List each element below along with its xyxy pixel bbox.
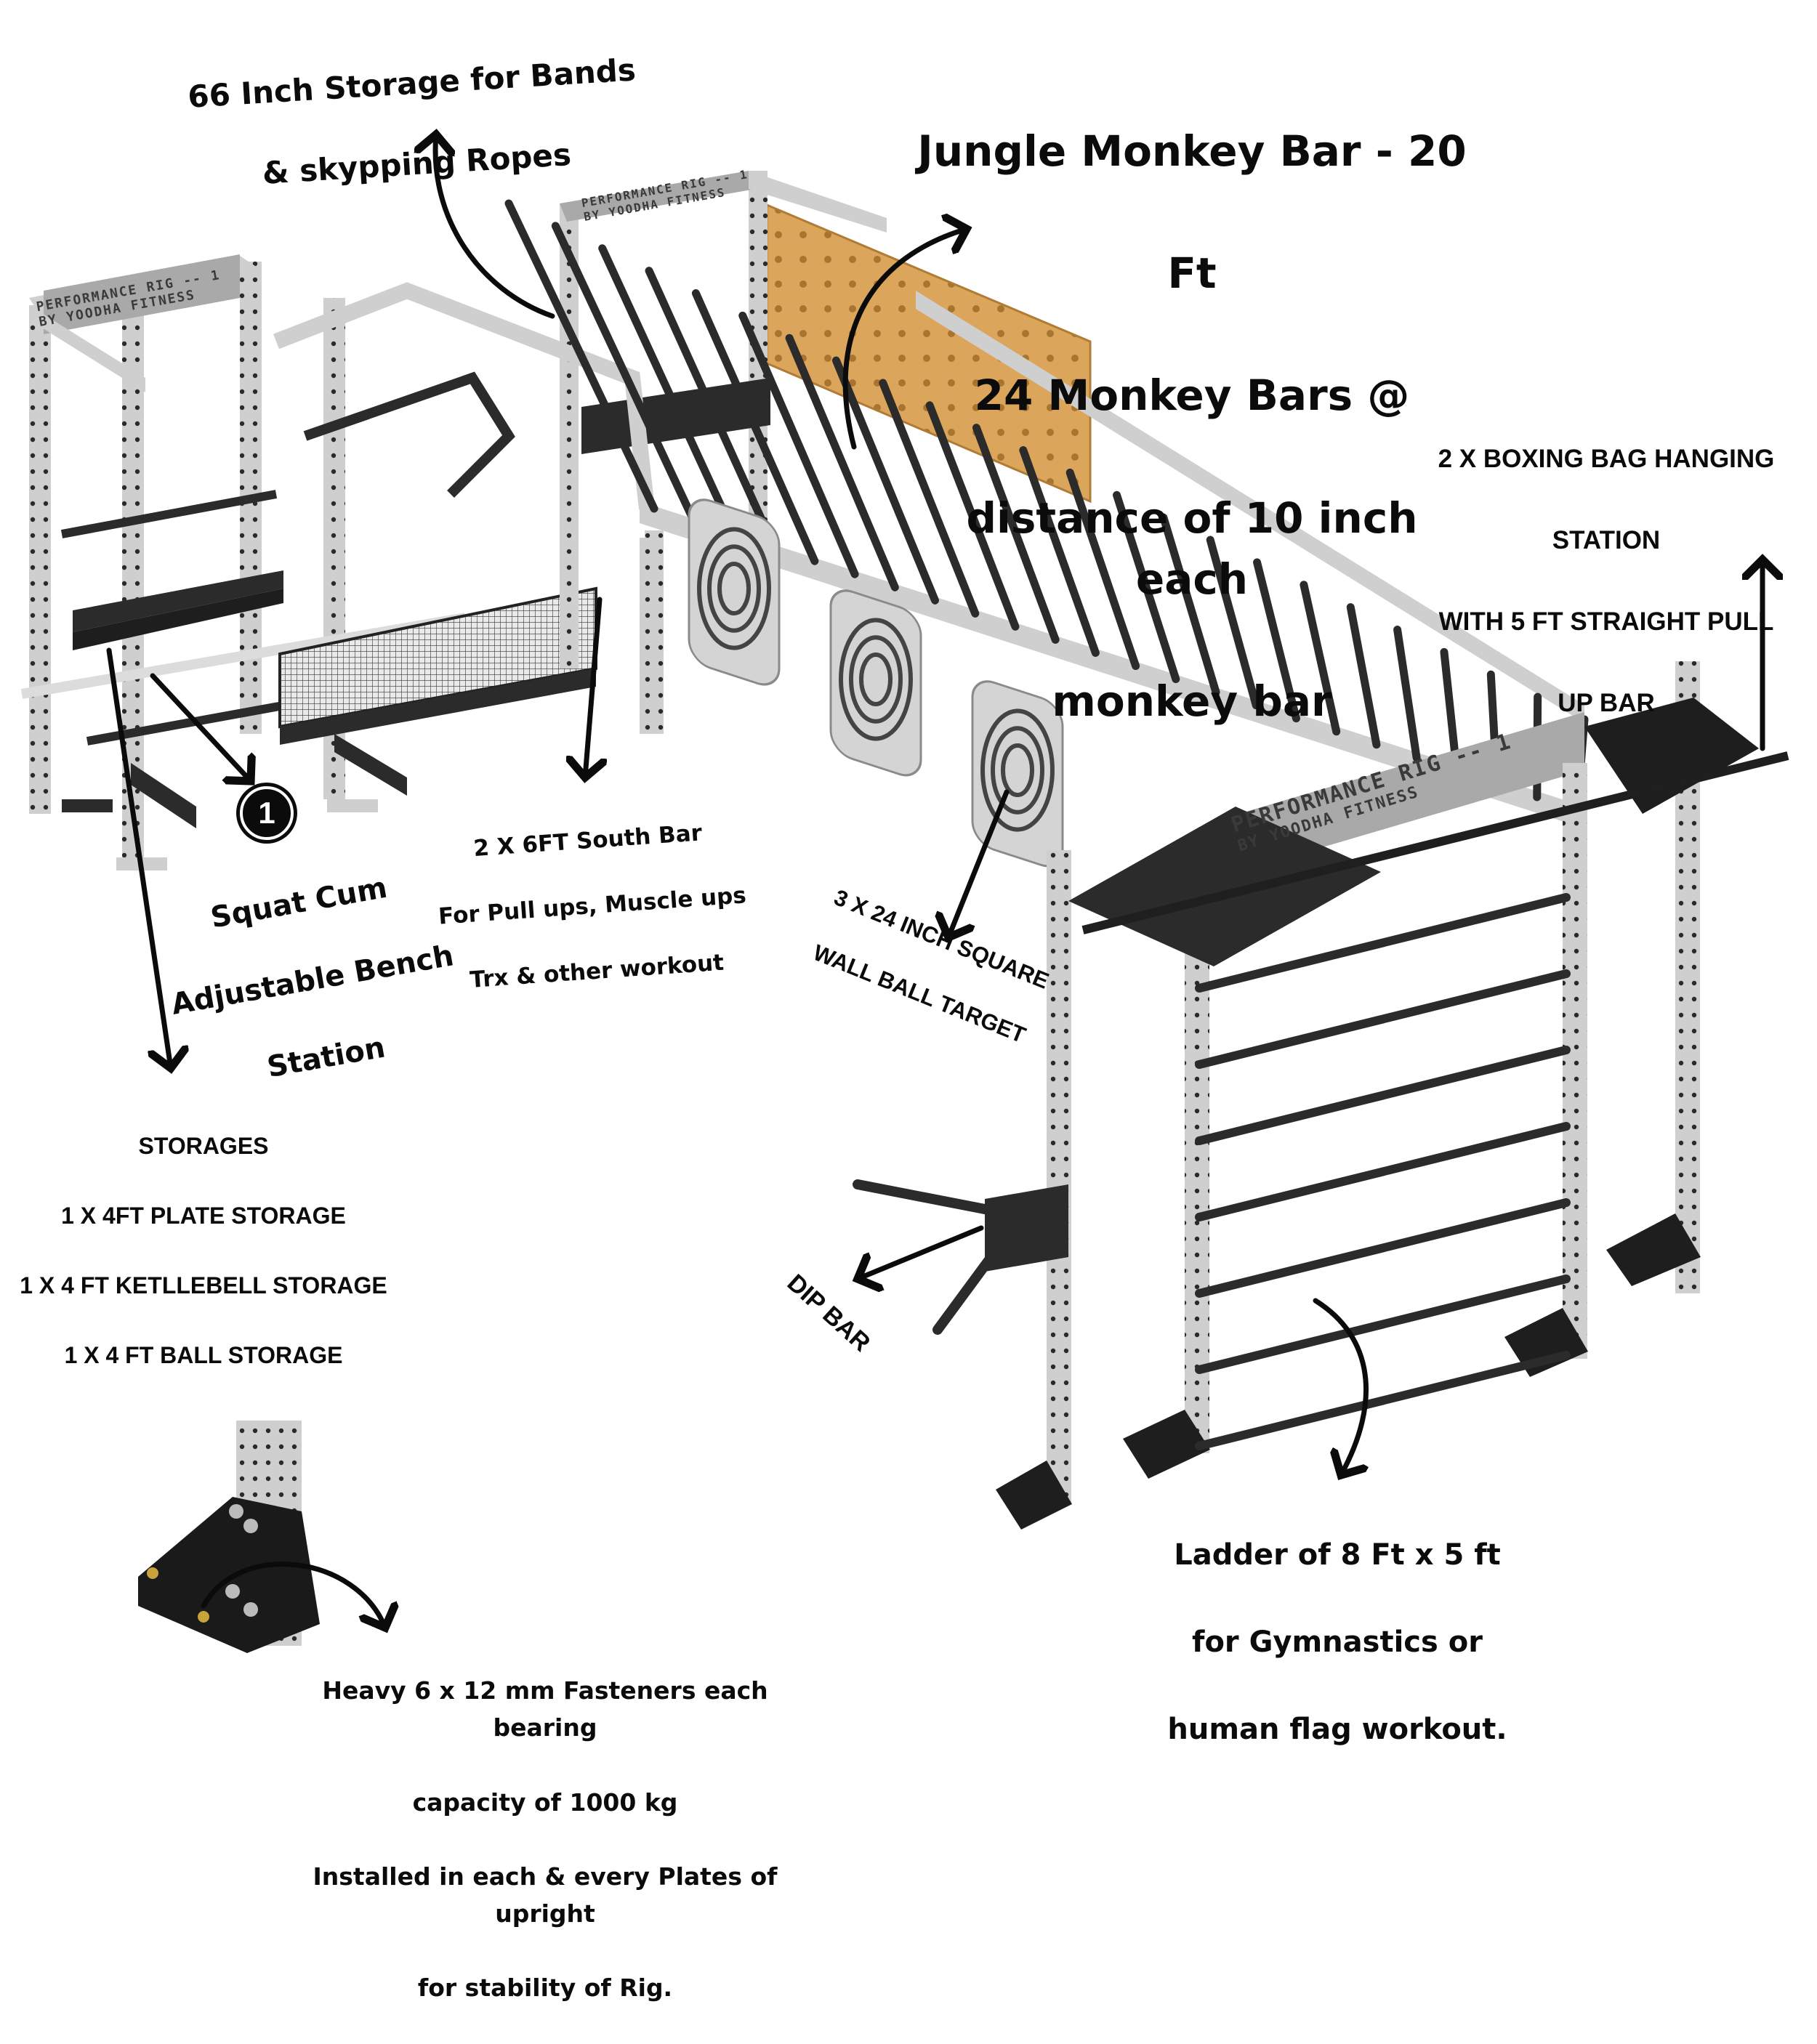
arrow-south-bar [585,597,600,777]
ladder-rung [1195,1351,1571,1450]
label-line: & skypping Ropes [261,137,573,192]
label-monkey-bar: Jungle Monkey Bar - 20 Ft 24 Monkey Bars… [908,60,1475,793]
arrow-dip-bar [858,1225,984,1279]
arrow-fasteners [201,1562,385,1628]
label-line: monkey bar [1052,676,1332,726]
label-line: human flag workout. [1167,1713,1507,1746]
arrow-ladder [1313,1298,1366,1475]
monkey-bar [1159,513,1220,697]
label-line: Trx & other workout [469,949,725,993]
arrow-storages [106,647,171,1068]
label-line: Station [265,1030,388,1085]
monkey-bar-frame [504,199,1589,828]
label-line: distance of 10 inch each [966,493,1418,604]
label-line: 24 Monkey Bars @ [974,371,1410,421]
label-band-storage: 66 Inch Storage for Bands & skypping Rop… [176,9,653,239]
label-line: capacity of 1000 kg [412,1788,678,1817]
label-line: STATION [1552,526,1661,554]
station-number-badge: 1 [240,786,294,840]
label-storages: STORAGES 1 X 4FT PLATE STORAGE 1 X 4 FT … [0,1094,407,1407]
label-line: 1 X 4 FT BALL STORAGE [64,1342,343,1368]
monkey-bar [598,244,738,539]
ladder [1195,893,1571,1450]
monkey-bar [1019,446,1100,657]
label-line: Ft [1167,249,1217,299]
monkey-bar [738,311,859,578]
label-line: UP BAR [1558,689,1655,717]
monkey-bar [925,401,1020,631]
monkey-bar [645,267,779,552]
monkey-bar [1346,603,1381,749]
label-line: Adjustable Bench [169,939,456,1022]
wall-ball-target [688,498,781,686]
label-line: 66 Inch Storage for Bands [187,52,637,116]
label-boxing-station: 2 X BOXING BAG HANGING STATION WITH 5 FT… [1395,398,1817,764]
wall-ball-target [829,589,922,777]
monkey-bar [1300,581,1341,736]
monkey-bar [1253,558,1300,723]
arrow-wall-ball [948,789,1010,937]
monkey-bar [879,379,980,618]
front-brand-panel [1214,712,1584,879]
label-line: Jungle Monkey Bar - 20 [917,126,1467,177]
arrow-storage-bands [435,134,555,319]
arrow-monkey-bar [842,229,967,450]
ladder-rung [1195,1122,1571,1221]
label-line: Heavy 6 x 12 mm Fasteners each bearing [322,1676,768,1742]
dip-bar [853,1179,1068,1335]
ladder-rung [1195,1046,1571,1145]
squat-rack [20,254,467,870]
boxing-station [1068,698,1789,966]
label-ladder: Ladder of 8 Ft x 5 ft for Gymnastics or … [1148,1490,1526,1795]
monkey-bar [972,424,1060,644]
arrow-squat-station [150,673,251,781]
label-south-bar: 2 X 6FT South Bar For Pull ups, Muscle u… [429,781,757,1031]
label-line: for Gymnastics or [1192,1625,1483,1659]
monkey-bar [551,222,698,526]
ladder-rung [1195,1198,1571,1298]
monkey-bars-group [504,199,1589,815]
label-line: Squat Cum [208,870,390,935]
ladder-rung [1195,1275,1571,1374]
monkey-bar [1393,626,1421,762]
base-plate-inset [138,1421,320,1653]
label-line: WITH 5 FT STRAIGHT PULL [1438,607,1774,636]
label-line: for stability of Rig. [417,1974,673,2003]
label-line: 1 X 4 FT KETLLEBELL STORAGE [20,1272,387,1298]
label-line: 1 X 4FT PLATE STORAGE [61,1203,346,1229]
monkey-bar [1206,536,1260,710]
monkey-bar [504,199,658,513]
front-uprights [996,661,1701,1530]
label-fasteners: Heavy 6 x 12 mm Fasteners each bearing c… [276,1635,814,2044]
wall-ball-targets-group [688,498,1064,868]
ladder-rung [1195,969,1571,1069]
label-line: 2 X 6FT South Bar [472,820,704,863]
ladder-rung [1195,893,1571,993]
label-line: 2 X BOXING BAG HANGING [1438,445,1775,473]
monkey-bar [691,288,819,565]
monkey-bar [831,356,940,605]
monkey-bar [785,334,899,591]
label-line: STORAGES [138,1133,269,1159]
rig-illustration [20,0,1789,1653]
annotation-arrows [106,134,1762,1628]
label-squat-station: Squat Cum Adjustable Bench Station [145,820,480,1141]
label-line: Ladder of 8 Ft x 5 ft [1174,1538,1501,1572]
label-line: Installed in each & every Plates of upri… [313,1862,778,1928]
truss-arch [273,282,664,734]
label-line: For Pull ups, Muscle ups [438,882,747,930]
monkey-bar [1065,468,1140,671]
monkey-bar [1113,490,1180,684]
